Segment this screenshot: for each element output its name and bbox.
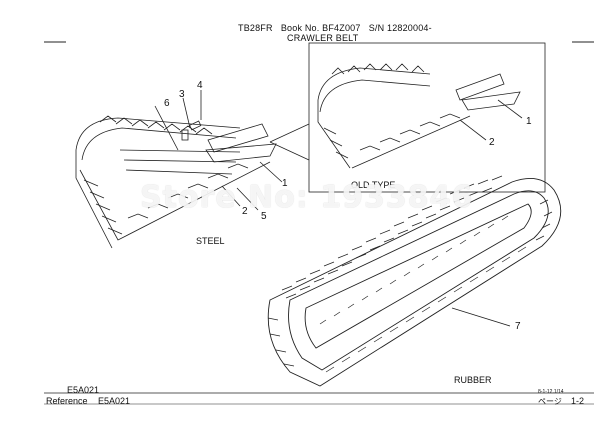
footer-code: E5A021 [67,385,100,395]
steel-shoes [83,115,249,235]
store-watermark: Store No: 1933846 [140,180,474,215]
leader-5 [236,187,259,211]
link-part [207,123,269,153]
footer-date: 8-1-12.1/14 [538,389,564,395]
callout-3: 3 [179,89,185,100]
leader-box-b [269,123,310,143]
rubber-lugs [267,175,553,373]
old-shoe-part [461,91,521,111]
callout-5: 5 [261,211,267,222]
steel-crawler-drawing [75,90,283,249]
serial-number: S/N 12820004- [368,23,432,33]
bushing-part [181,129,189,141]
page-title: CRAWLER BELT [287,33,359,43]
callout-6: 6 [164,98,170,109]
old-type-box [308,42,546,193]
callout-4: 4 [197,80,203,91]
shoe-part [205,143,277,163]
callout-1-old: 1 [526,116,532,127]
steel-label: STEEL [196,236,225,246]
model-name: TB28FR [238,23,273,33]
old-type-crawler-drawing [317,63,523,169]
callout-2-steel: 2 [242,206,248,217]
header-line: TB28FR Book No. BF4Z007 S/N 12820004- [238,23,432,33]
leader-2 [221,185,241,207]
reference-code: E5A021 [98,396,131,406]
leader-1 [259,161,283,183]
rubber-label: RUBBER [454,375,492,385]
callout-1-steel: 1 [282,178,288,189]
page-kana: ページ [538,397,562,406]
leader-old-1 [497,99,523,119]
leader-box-a [269,141,310,161]
book-number: Book No. BF4Z007 [280,23,361,33]
pin-part [189,120,202,131]
leader-6 [154,105,179,151]
leader-7 [451,307,511,327]
rubber-crawler-drawing [267,175,562,387]
page-number: 1-2 [571,396,585,406]
old-type-label: OLD TYPE [351,180,396,190]
leader-old-2 [459,119,487,141]
callout-2-old: 2 [489,137,495,148]
callout-7: 7 [515,321,521,332]
reference-label: Reference [46,396,88,406]
old-link-part [455,73,505,101]
leader-3 [182,97,191,129]
